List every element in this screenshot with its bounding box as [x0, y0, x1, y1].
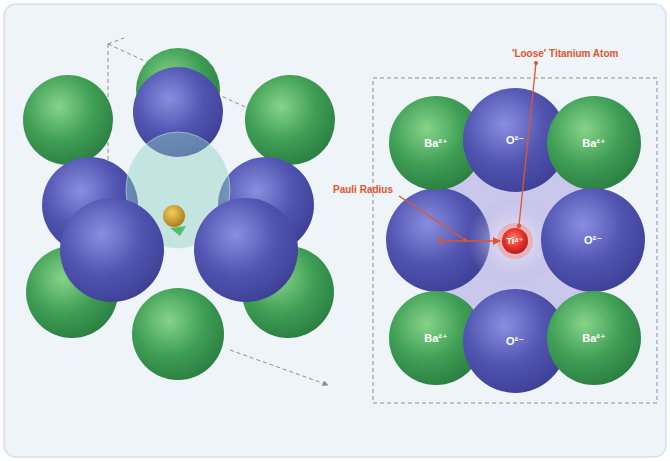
oxygen-ion: O²⁻ — [541, 188, 645, 292]
barium-ion: Ba²⁺ — [547, 291, 641, 385]
ion-label: Ba²⁺ — [582, 138, 606, 149]
ion-label: O²⁻ — [584, 235, 602, 246]
titanium-ion: Ti⁴⁺ — [502, 228, 528, 254]
callout-label: Pauli Radius — [333, 184, 393, 196]
ion-label: Ba²⁺ — [424, 138, 448, 149]
ion-label: O²⁻ — [506, 336, 524, 347]
callout-label: 'Loose' Titanium Atom — [512, 48, 618, 60]
oxygen-ion: O²⁻ — [463, 88, 567, 192]
oxygen-ion: O²⁻ — [463, 289, 567, 393]
ion-label: Ba²⁺ — [582, 333, 606, 344]
ion-label: Ti⁴⁺ — [506, 237, 523, 246]
barium-ion: Ba²⁺ — [389, 96, 483, 190]
ion-label: Ba²⁺ — [424, 333, 448, 344]
ion-label: O²⁻ — [506, 135, 524, 146]
barium-ion: Ba²⁺ — [547, 96, 641, 190]
barium-ion: Ba²⁺ — [389, 291, 483, 385]
